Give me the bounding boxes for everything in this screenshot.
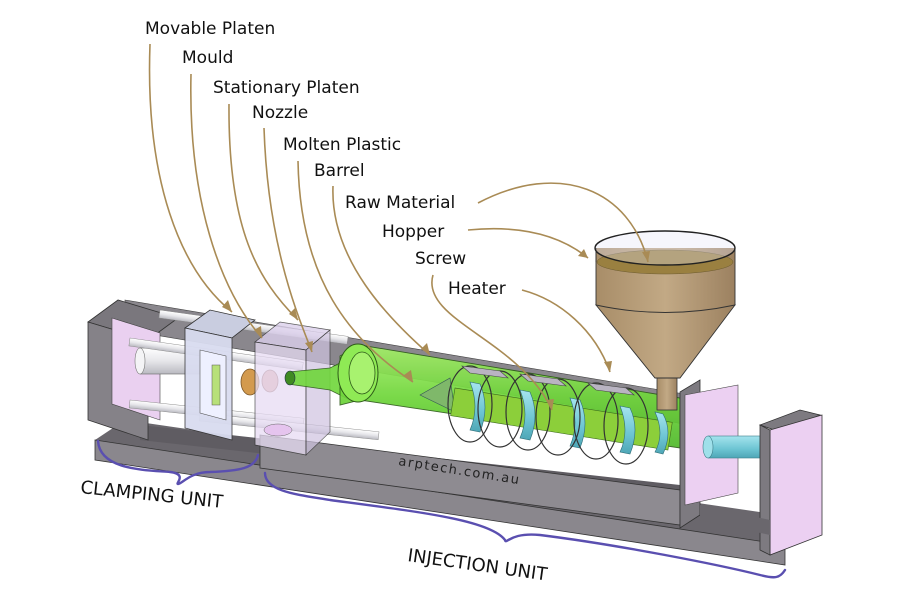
leader-nozzle — [263, 127, 313, 353]
movable-platen — [184, 309, 256, 441]
brace-clamping-unit — [96, 439, 260, 486]
label-nozzle: Nozzle — [252, 103, 308, 123]
label-mould: Mould — [182, 48, 233, 68]
label-hopper: Hopper — [382, 222, 444, 242]
label-barrel: Barrel — [314, 161, 365, 181]
heaters — [447, 365, 649, 465]
label-clamping-unit: CLAMPING UNIT — [79, 477, 225, 513]
heater-band — [573, 382, 649, 465]
leader-lines — [148, 43, 650, 411]
label-raw-material: Raw Material — [345, 193, 455, 213]
unit-braces — [96, 439, 787, 579]
injection-end-housing — [679, 379, 823, 556]
stationary-platen — [254, 321, 331, 456]
leader-screw — [431, 274, 553, 411]
label-injection-unit: INJECTION UNIT — [406, 545, 549, 586]
label-molten-plastic: Molten Plastic — [283, 135, 401, 155]
label-movable-platen: Movable Platen — [145, 19, 275, 39]
leader-raw-material — [477, 182, 649, 263]
hopper — [594, 230, 736, 411]
label-stationary-platen: Stationary Platen — [213, 78, 360, 98]
leader-molten-plastic — [297, 160, 414, 383]
leader-hopper — [467, 227, 589, 259]
callout-labels: Movable Platen Mould Stationary Platen N… — [145, 19, 506, 299]
leader-mould — [190, 73, 263, 339]
heater-band — [505, 373, 581, 456]
label-heater: Heater — [448, 279, 506, 299]
heater-band — [447, 365, 523, 448]
brace-injection-unit — [263, 471, 787, 579]
leader-movable-platen — [148, 43, 233, 313]
leader-stationary-platen — [228, 103, 299, 321]
leader-heater — [521, 289, 611, 373]
leader-barrel — [332, 185, 431, 356]
label-screw: Screw — [415, 249, 466, 269]
